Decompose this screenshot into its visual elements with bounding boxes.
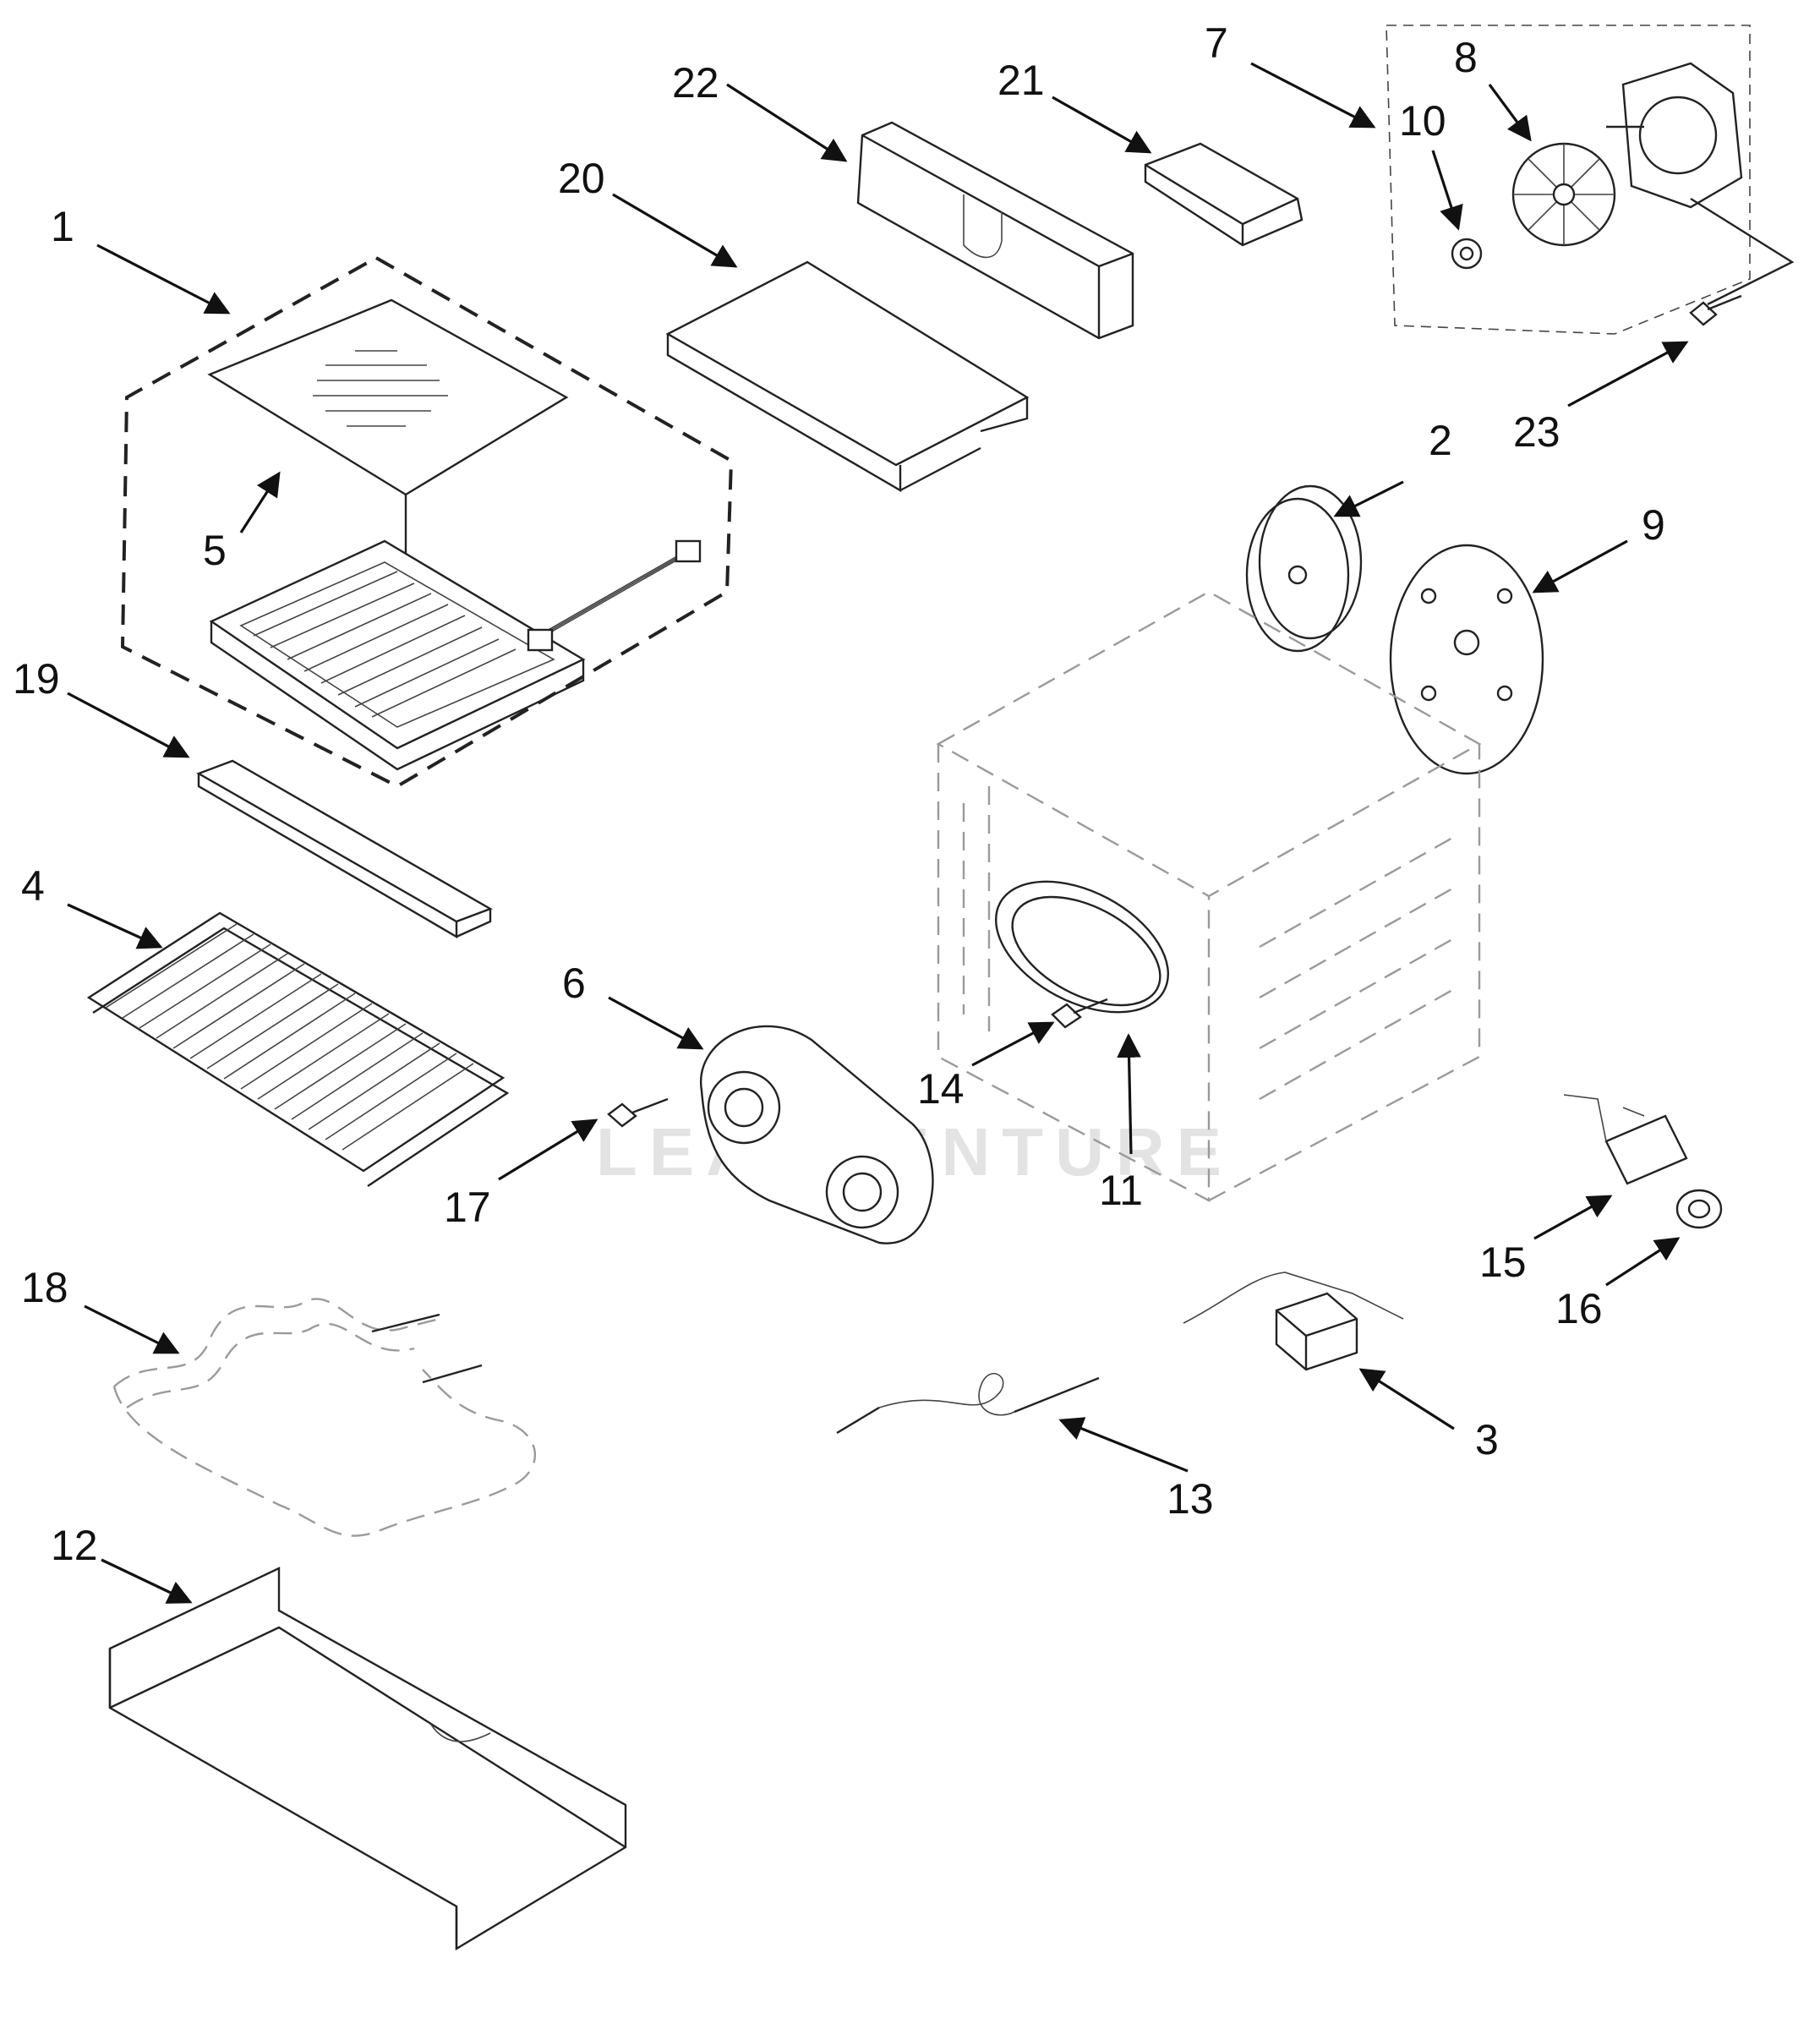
part-8-fan-blade bbox=[1511, 142, 1616, 247]
part-23-screw bbox=[1689, 294, 1742, 326]
part-19-bracket bbox=[196, 759, 493, 939]
part-20-top-panel bbox=[665, 260, 1030, 493]
part-10-nut bbox=[1451, 238, 1483, 270]
callout-23: 23 bbox=[1513, 408, 1560, 456]
oven-cavity-outline bbox=[936, 590, 1482, 1202]
callout-22: 22 bbox=[672, 59, 719, 107]
callout-8: 8 bbox=[1454, 34, 1478, 81]
callout-4: 4 bbox=[21, 862, 45, 910]
part-11-convection-element bbox=[994, 880, 1170, 1014]
part-12-bottom-pan bbox=[108, 1567, 627, 1951]
callout-10: 10 bbox=[1399, 97, 1446, 145]
part-21-bracket bbox=[1144, 142, 1304, 247]
callout-13: 13 bbox=[1167, 1475, 1214, 1523]
callout-14: 14 bbox=[917, 1065, 965, 1113]
callout-6: 6 bbox=[562, 960, 586, 1007]
callout-18: 18 bbox=[21, 1264, 68, 1311]
callout-19: 19 bbox=[13, 655, 60, 703]
part-13-meat-probe bbox=[836, 1373, 1100, 1435]
callout-17: 17 bbox=[444, 1184, 491, 1231]
callout-2: 2 bbox=[1429, 417, 1452, 464]
part-16-light-lens bbox=[1675, 1189, 1723, 1229]
callout-7: 7 bbox=[1205, 19, 1228, 67]
callout-20: 20 bbox=[558, 155, 605, 202]
callout-labels: 1 2 3 4 5 6 7 8 9 10 11 12 13 14 15 16 1… bbox=[13, 19, 1665, 1569]
callout-9: 9 bbox=[1642, 501, 1665, 549]
callout-1: 1 bbox=[51, 203, 74, 250]
callout-5: 5 bbox=[203, 527, 227, 574]
part-3-temperature-sensor bbox=[1183, 1272, 1404, 1371]
part-4-oven-rack bbox=[86, 911, 510, 1187]
part-17-screw bbox=[607, 1097, 669, 1128]
part-18-broil-element bbox=[112, 1298, 537, 1537]
part-7-convection-fan-motor bbox=[1385, 25, 1795, 335]
callout-15: 15 bbox=[1479, 1239, 1527, 1286]
part-5-cover-sheet bbox=[207, 298, 569, 496]
callout-11: 11 bbox=[1099, 1167, 1143, 1214]
part-9-gasket bbox=[1389, 544, 1544, 775]
part-22-rear-shield bbox=[856, 121, 1134, 340]
leader-arrows bbox=[67, 62, 1689, 1604]
callout-12: 12 bbox=[51, 1522, 98, 1569]
part-1-bake-element-assembly bbox=[120, 255, 734, 789]
part-14-screw bbox=[1051, 998, 1108, 1029]
part-6-fan-cover bbox=[699, 1025, 934, 1244]
callout-16: 16 bbox=[1555, 1285, 1603, 1332]
callout-3: 3 bbox=[1475, 1416, 1499, 1463]
callout-21: 21 bbox=[997, 57, 1045, 104]
part-2-fan-baffle bbox=[1245, 484, 1363, 653]
part-15-light-socket bbox=[1563, 1094, 1688, 1185]
